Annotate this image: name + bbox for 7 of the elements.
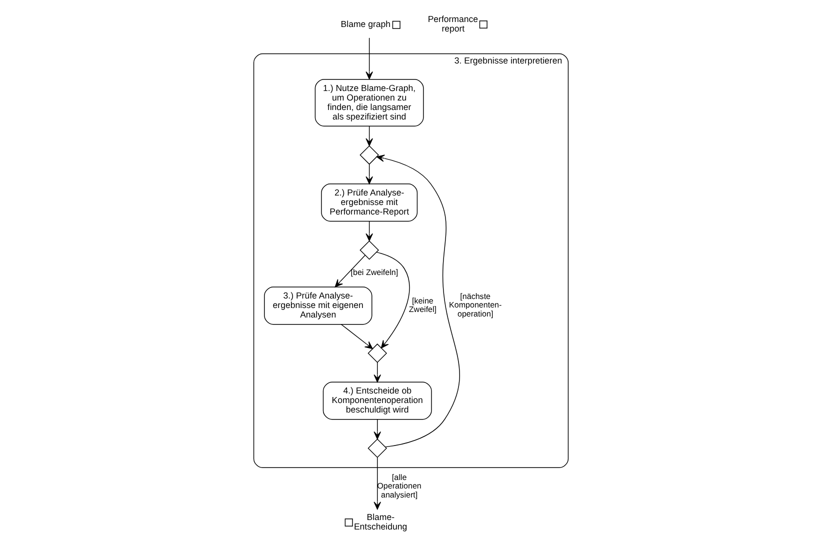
node-label: Blame- Entscheidung [353,512,407,532]
edge-label: [bei Zweifeln] [350,268,398,278]
node-label: Blame graph [340,19,390,30]
edge-label: [nächste Komponenten- operation] [448,292,502,318]
node-label: Performance report [427,14,478,34]
edge-label: [keine Zweifel] [408,296,436,314]
edge-label: [alle Operationen analysiert] [376,472,421,500]
